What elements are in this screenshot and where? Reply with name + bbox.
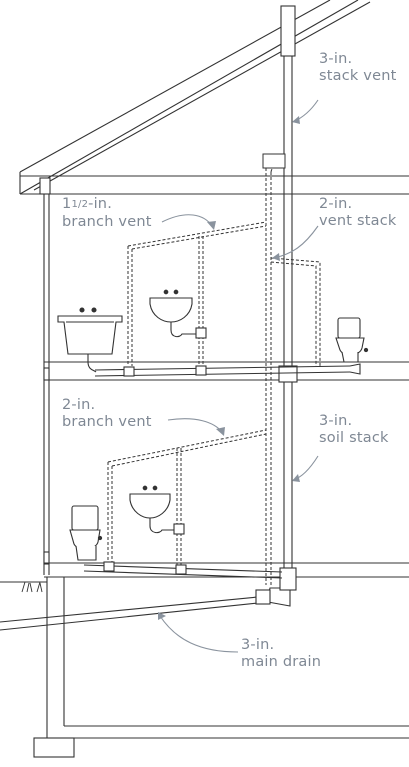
stack-vent-callout: 3-in. stack vent [319,51,396,85]
vent-stack-size: 2-in. [319,196,353,212]
upper-branch-vent-size-unit: -in. [88,196,113,212]
stack-vent-label: stack vent [319,68,397,84]
main-drain-leader [159,615,239,653]
main-drain-size: 3-in. [241,637,275,653]
vent-stack-callout: 2-in. vent stack [319,196,396,230]
upper-branch-vent-callout: 11/2-in. branch vent [62,196,152,231]
lower-branch-vent-callout: 2-in. branch vent [62,397,152,431]
upper-branch-vent-leader [161,214,213,227]
foundation [0,577,409,758]
vent-stack-label: vent stack [319,213,397,229]
main-stack [278,5,298,591]
upper-branch-vent-size-whole: 1 [62,196,72,212]
laundry-sink-fixture [57,307,123,373]
upper-toilet-fixture [335,317,369,363]
upper-lavatory-fixture [149,289,207,339]
soil-stack-callout: 3-in. soil stack [319,413,389,447]
stack-vent-size: 3-in. [319,51,353,67]
soil-stack-label: soil stack [319,430,389,446]
lower-branch-vent [107,429,267,566]
lower-branch-vent-leader [167,418,223,433]
lower-drain-line [83,561,283,579]
upper-branch-vent-size-fraction: 1/2 [71,199,89,210]
upper-drain-line [94,363,361,377]
main-drain-callout: 3-in. main drain [241,637,321,671]
main-drain-pipe [0,587,291,631]
lower-branch-vent-size: 2-in. [62,397,96,413]
upper-branch-vent-size: 11/2-in. [62,196,152,214]
exterior-wall [43,194,50,575]
upper-branch-vent [127,221,321,366]
lower-lavatory-fixture [129,485,185,535]
soil-stack-size: 3-in. [319,413,353,429]
lower-branch-vent-label: branch vent [62,414,152,430]
upper-branch-vent-label: branch vent [62,214,152,230]
lower-toilet-fixture [69,505,103,561]
roof [19,0,409,195]
main-drain-label: main drain [241,654,322,670]
callout-arrowheads [158,116,300,620]
vent-stack-leader [273,225,319,259]
